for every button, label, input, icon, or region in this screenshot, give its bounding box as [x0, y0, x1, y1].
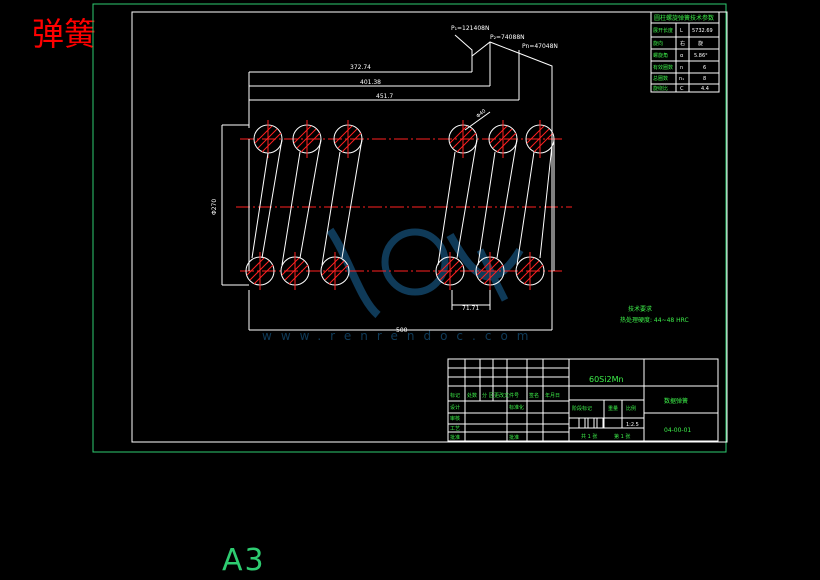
dim-width: 500 [396, 327, 408, 334]
notes-title: 技术要求 [628, 305, 652, 313]
col-count: 处数 [467, 392, 477, 399]
spec-row-sym: n [680, 65, 683, 71]
spec-row-sym: α [680, 53, 684, 59]
coil-center-marks [259, 120, 541, 290]
label-stage: 阶段标记 [572, 405, 592, 412]
spec-row-sym: L [680, 28, 683, 34]
col-docno: 更改文件号 [494, 392, 519, 399]
spec-row-label: 总圈数 [653, 75, 668, 82]
spec-row-val: 5732.69 [692, 28, 713, 34]
row-process: 工艺 [450, 426, 460, 432]
drawing-title: 弹簧 [32, 15, 97, 53]
spec-row-sym: C [680, 86, 684, 92]
dimension-lines [221, 34, 553, 331]
sheet-no: 第 1 张 [614, 433, 630, 440]
spec-row-val: 4.4 [701, 86, 709, 92]
dim-pitch: 71.71 [462, 305, 479, 312]
spec-row-label: 旋绕比 [653, 85, 668, 92]
dim-pn: Pn=47048N [522, 43, 558, 50]
col-sign: 签名 [529, 392, 539, 399]
watermark: www.renrendoc.com [262, 227, 537, 343]
dim-h1: 372.74 [350, 64, 371, 71]
col-mark: 标记 [450, 392, 460, 399]
row-std: 标准化 [509, 404, 524, 411]
spec-row-label: 有效圈数 [653, 64, 673, 71]
title-block-text: 标记 处数 分 区 更改文件号 签名 年月日 设计 标准化 审核 工艺 批准 批… [450, 392, 639, 441]
title-block [447, 358, 719, 442]
spec-table [650, 11, 720, 93]
scale-value: 1:2.5 [626, 422, 639, 428]
spec-row-val: 5.86° [694, 53, 708, 59]
spec-row-sym: 右 [680, 40, 685, 47]
spec-row-val: 旋 [698, 40, 703, 47]
spec-row-val: 8 [703, 76, 706, 82]
material: 60Si2Mn [589, 375, 624, 384]
dim-h3: 451.7 [376, 93, 393, 100]
section-hatching [246, 125, 554, 285]
spec-table-title: 圆柱螺旋弹簧技术参数 [654, 14, 714, 22]
inner-frame [131, 11, 728, 443]
notes-line1: 热处理硬度: 44~48 HRC [620, 316, 689, 324]
spec-row-label: 旋向 [653, 40, 663, 47]
col-zone: 分 区 [482, 392, 494, 399]
spec-row-label: 展开长度 [653, 27, 673, 34]
dim-p1: P₁=121408N [451, 25, 489, 32]
row-check: 审核 [450, 415, 460, 422]
outer-frame [92, 3, 727, 453]
spec-row-sym: n₁ [679, 76, 684, 82]
watermark-text: www.renrendoc.com [262, 329, 537, 343]
dim-wire: Φ40 [475, 108, 487, 119]
row-approve: 批准 [450, 434, 460, 441]
dim-h2: 401.38 [360, 79, 381, 86]
part-name: 数据弹簧 [664, 397, 688, 405]
label-weight: 重量 [608, 405, 618, 412]
spec-row-label: 螺旋角 [653, 52, 668, 59]
sheet-size-label: A3 [222, 543, 266, 578]
label-scale: 比例 [626, 405, 636, 412]
dim-diameter: Φ270 [211, 199, 218, 215]
coil-wire-lines [248, 138, 555, 271]
col-date: 年月日 [545, 392, 560, 399]
spec-table-rows: 展开长度 L 5732.69 旋向 右 旋 螺旋角 α 5.86° 有效圈数 n… [653, 27, 713, 92]
row-design: 设计 [450, 404, 460, 411]
drawing-number: 04-00-01 [664, 427, 691, 434]
dim-p2: P₂=74088N [490, 34, 525, 41]
sheets-total: 共 1 张 [581, 433, 597, 440]
spec-row-val: 6 [703, 65, 706, 71]
row-approve-2: 批准 [509, 434, 519, 441]
